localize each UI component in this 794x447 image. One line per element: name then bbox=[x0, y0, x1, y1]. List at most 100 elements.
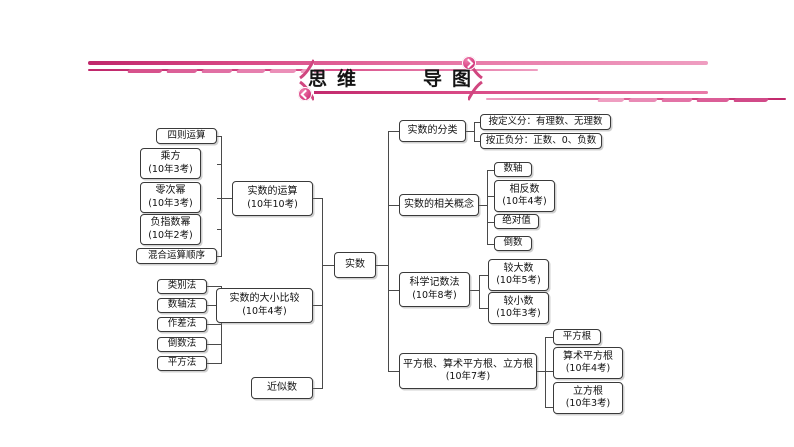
connector-classification-spine bbox=[474, 122, 475, 141]
node-approximation[interactable]: 近似数 bbox=[251, 377, 313, 399]
connector-concepts-spine bbox=[487, 170, 488, 244]
node-label-line1: 实数的运算 bbox=[247, 186, 298, 198]
connector-operations-stub-4 bbox=[217, 229, 222, 230]
page-title: 思 维 导 图 bbox=[300, 60, 480, 94]
node-label: 实数的相关概念 bbox=[404, 198, 474, 210]
node-large-number[interactable]: 较大数 (10年5考) bbox=[488, 259, 549, 291]
banner-right-endcap-icon bbox=[462, 56, 476, 70]
node-label: 实数的分类 bbox=[407, 124, 458, 136]
connector-roots-stub-3 bbox=[545, 407, 553, 408]
banner-bottom-solid-rule bbox=[300, 91, 708, 94]
node-label: 倒数 bbox=[503, 237, 523, 249]
node-reciprocal-method[interactable]: 倒数法 bbox=[157, 337, 207, 352]
node-by-sign[interactable]: 按正负分：正数、0、负数 bbox=[480, 133, 602, 149]
connector-scinot-spine bbox=[479, 275, 480, 308]
node-label-line1: 相反数 bbox=[509, 183, 540, 195]
connector-root-left-stub-approximation bbox=[312, 388, 323, 389]
node-real-number-comparison[interactable]: 实数的大小比较 (10年4考) bbox=[216, 288, 313, 323]
node-label: 类别法 bbox=[167, 280, 197, 292]
node-label-line2: (10年8考) bbox=[412, 289, 457, 301]
connector-right-stub-classification bbox=[388, 131, 399, 132]
title-char-3: 导 bbox=[422, 67, 443, 90]
node-small-number[interactable]: 较小数 (10年3考) bbox=[488, 292, 549, 324]
node-label: 按正负分：正数、0、负数 bbox=[485, 134, 597, 146]
node-label: 混合运算顺序 bbox=[147, 249, 205, 261]
node-label-line2: (10年3考) bbox=[148, 197, 193, 209]
connector-right-stub-concepts bbox=[388, 205, 399, 206]
node-label-line1: 实数的大小比较 bbox=[229, 293, 300, 305]
connector-comparison-stub-3 bbox=[207, 324, 222, 325]
node-related-concepts[interactable]: 实数的相关概念 bbox=[399, 194, 479, 216]
connector-root-left-stub-comparison bbox=[312, 305, 323, 306]
node-label-line1: 较小数 bbox=[503, 295, 534, 307]
node-zero-exponent[interactable]: 零次幂 (10年3考) bbox=[140, 182, 201, 213]
connector-root-right-spine bbox=[388, 131, 389, 371]
node-label-line1: 算术平方根 bbox=[563, 350, 613, 362]
connector-operations-stub-2 bbox=[217, 164, 222, 165]
node-label: 作差法 bbox=[167, 318, 197, 330]
node-label: 数轴法 bbox=[167, 299, 197, 311]
connector-roots-spine bbox=[545, 337, 546, 407]
node-label-line2: (10年4考) bbox=[242, 305, 287, 317]
node-label-line2: (10年3考) bbox=[565, 398, 611, 410]
node-absolute-value[interactable]: 绝对值 bbox=[494, 214, 539, 229]
node-label: 数轴 bbox=[503, 163, 523, 175]
connector-operations-spine bbox=[221, 136, 222, 256]
connector-concepts-stub-2 bbox=[487, 196, 494, 197]
connector-concepts-stub-1 bbox=[487, 170, 494, 171]
banner-top-solid-rule bbox=[88, 61, 708, 65]
node-label-line1: 负指数幂 bbox=[150, 217, 191, 229]
node-opposite-number[interactable]: 相反数 (10年4考) bbox=[494, 180, 555, 212]
connector-scinot-stub-2 bbox=[479, 308, 488, 309]
node-power[interactable]: 乘方 (10年3考) bbox=[140, 148, 201, 179]
node-by-definition[interactable]: 按定义分：有理数、无理数 bbox=[480, 114, 611, 130]
node-scientific-notation[interactable]: 科学记数法 (10年8考) bbox=[399, 272, 470, 307]
node-roots[interactable]: 平方根、算术平方根、立方根 (10年7考) bbox=[399, 353, 537, 389]
node-label: 四则运算 bbox=[167, 129, 206, 141]
banner-bottom-dashes bbox=[596, 98, 770, 102]
node-label-line1: 平方根、算术平方根、立方根 bbox=[403, 358, 533, 370]
node-real-number-operations[interactable]: 实数的运算 (10年10考) bbox=[232, 181, 313, 216]
node-category-method[interactable]: 类别法 bbox=[157, 279, 207, 294]
connector-operations-to-parent bbox=[221, 198, 232, 199]
connector-root-right-stem bbox=[376, 265, 388, 266]
connector-comparison-stub-1 bbox=[207, 286, 222, 287]
node-label-line1: 科学记数法 bbox=[409, 277, 460, 289]
node-difference-method[interactable]: 作差法 bbox=[157, 317, 207, 332]
node-label: 绝对值 bbox=[502, 215, 531, 227]
node-label: 平方根 bbox=[562, 330, 592, 342]
connector-comparison-stub-4 bbox=[207, 344, 222, 345]
node-mixed-operation-order[interactable]: 混合运算顺序 bbox=[136, 248, 217, 264]
node-number-line-method[interactable]: 数轴法 bbox=[157, 298, 207, 313]
node-label-line1: 立方根 bbox=[573, 385, 603, 397]
connector-comparison-stub-2 bbox=[207, 305, 222, 306]
node-number-line[interactable]: 数轴 bbox=[494, 162, 532, 177]
node-label-line2: (10年2考) bbox=[148, 229, 193, 241]
node-root-real-numbers[interactable]: 实数 bbox=[334, 252, 376, 278]
connector-root-left-stub-operations bbox=[312, 198, 323, 199]
node-cube-root[interactable]: 立方根 (10年3考) bbox=[553, 382, 623, 414]
node-label: 近似数 bbox=[267, 381, 297, 393]
node-square-root[interactable]: 平方根 bbox=[553, 329, 601, 345]
connector-scinot-stub-1 bbox=[479, 275, 488, 276]
title-char-1: 思 bbox=[308, 67, 329, 90]
connector-classification-stub-2 bbox=[474, 141, 480, 142]
banner-left-endcap-icon bbox=[298, 87, 312, 101]
node-four-operations[interactable]: 四则运算 bbox=[156, 128, 217, 144]
connector-concepts-stub-4 bbox=[487, 244, 494, 245]
node-square-method[interactable]: 平方法 bbox=[157, 356, 207, 371]
connector-operations-stub-1 bbox=[217, 136, 222, 137]
node-label-line1: 乘方 bbox=[160, 151, 181, 163]
node-label: 按定义分：有理数、无理数 bbox=[488, 115, 603, 127]
connector-classification-stem bbox=[466, 131, 474, 132]
node-label-line2: (10年4考) bbox=[565, 363, 611, 375]
node-negative-exponent[interactable]: 负指数幂 (10年2考) bbox=[140, 214, 201, 245]
node-label: 倒数法 bbox=[167, 338, 197, 350]
connector-concepts-stub-3 bbox=[487, 222, 494, 223]
connector-operations-stub-5 bbox=[217, 256, 222, 257]
node-classification[interactable]: 实数的分类 bbox=[399, 120, 466, 142]
node-reciprocal[interactable]: 倒数 bbox=[494, 236, 532, 251]
node-label-line2: (10年10考) bbox=[247, 198, 298, 210]
node-arithmetic-square-root[interactable]: 算术平方根 (10年4考) bbox=[553, 347, 623, 379]
